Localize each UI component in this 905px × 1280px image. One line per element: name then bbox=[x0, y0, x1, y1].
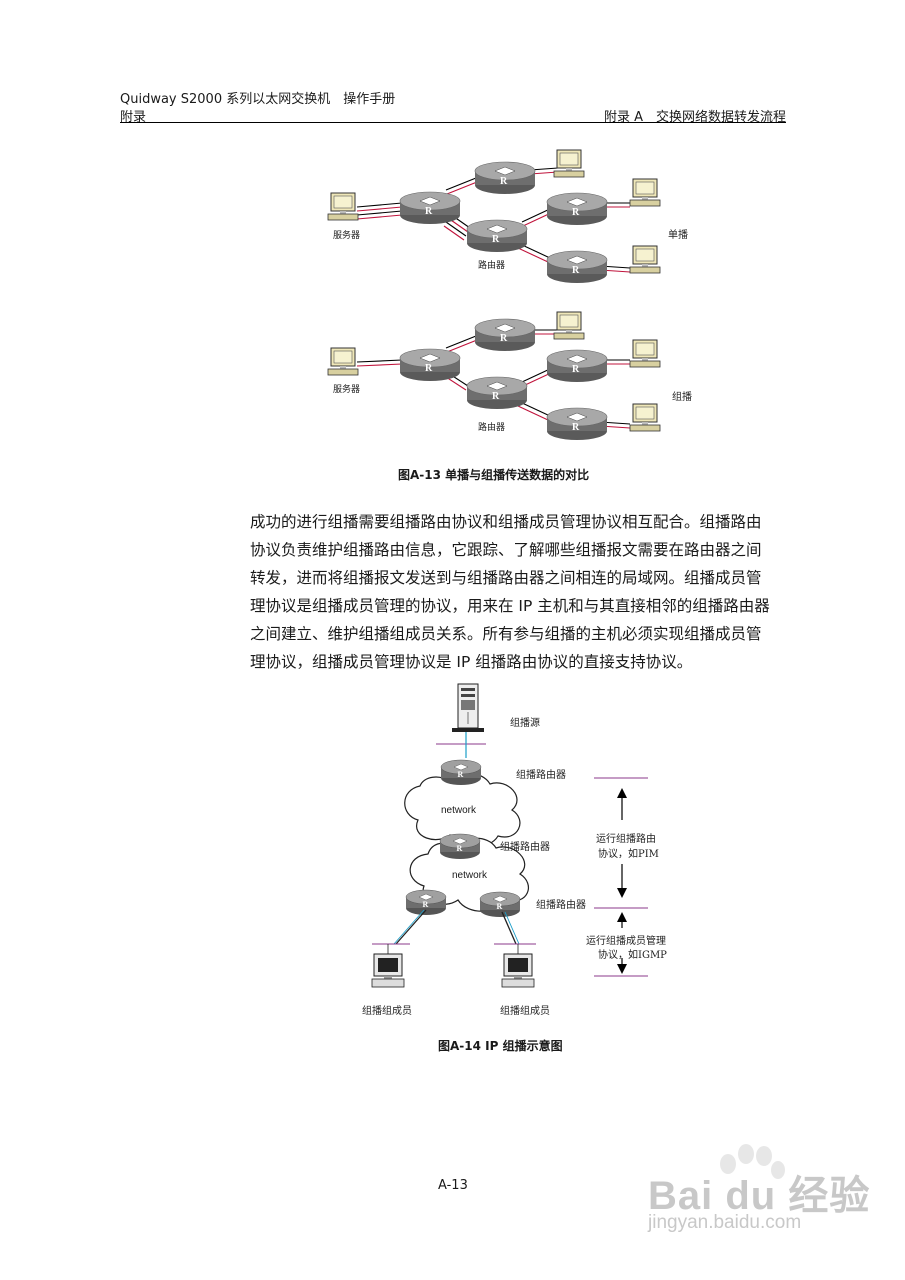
host-pc-icon bbox=[629, 178, 661, 207]
body-line: 转发，进而将组播报文发送到与组播路由器之间相连的局域网。组播成员管 bbox=[250, 569, 762, 587]
document-title: Quidway S2000 系列以太网交换机 操作手册 bbox=[120, 92, 396, 107]
host-pc-icon bbox=[629, 339, 661, 368]
body-line: 协议负责维护组播路由信息，它跟踪、了解哪些组播报文需要在路由器之间 bbox=[250, 541, 762, 559]
member-label: 组播组成员 bbox=[362, 1006, 412, 1017]
member-label: 组播组成员 bbox=[500, 1006, 550, 1017]
body-line: 理协议，组播成员管理协议是 IP 组播路由协议的直接支持协议。 bbox=[250, 653, 693, 671]
figure-a14-caption: 图A-14 IP 组播示意图 bbox=[438, 1039, 563, 1053]
router-label: 组播路由器 bbox=[516, 770, 566, 781]
figure-a14: R bbox=[371, 683, 648, 988]
network-label: network bbox=[452, 870, 488, 881]
router-icon bbox=[546, 407, 608, 441]
baidu-paw-icon bbox=[720, 1144, 785, 1179]
server-tower-icon bbox=[452, 683, 484, 732]
watermark-brand: Bai du 经验 bbox=[648, 1174, 871, 1218]
body-line: 理协议是组播成员管理的协议，用来在 IP 主机和与其直接相邻的组播路由器 bbox=[250, 597, 770, 615]
figure-a13-caption: 图A-13 单播与组播传送数据的对比 bbox=[398, 468, 590, 482]
router-icon bbox=[546, 192, 608, 226]
figure-a13: R bbox=[327, 149, 661, 441]
section-left: 附录 bbox=[120, 110, 147, 125]
pim-scope-arrows bbox=[617, 788, 627, 898]
igmp-note-line1: 运行组播成员管理 bbox=[586, 936, 666, 947]
router-icon bbox=[405, 889, 447, 916]
page-number: A-13 bbox=[438, 1178, 468, 1193]
server-label: 服务器 bbox=[333, 385, 361, 395]
body-line: 之间建立、维护组播组成员关系。所有参与组播的主机必须实现组播成员管 bbox=[250, 625, 762, 643]
router-icon bbox=[474, 318, 536, 352]
server-pc-icon bbox=[327, 347, 359, 376]
router-icon bbox=[466, 219, 528, 253]
network-label: network bbox=[441, 805, 477, 816]
host-pc-icon bbox=[553, 149, 585, 178]
member-pc-icon bbox=[371, 953, 405, 988]
source-label: 组播源 bbox=[510, 718, 540, 729]
header-rule bbox=[120, 122, 786, 123]
router-icon bbox=[546, 349, 608, 383]
member-pc-icon bbox=[501, 953, 535, 988]
router-icon bbox=[466, 376, 528, 410]
watermark-url: jingyan.baidu.com bbox=[648, 1212, 802, 1233]
body-line: 成功的进行组播需要组播路由协议和组播成员管理协议相互配合。组播路由 bbox=[250, 513, 762, 531]
body-paragraph: 成功的进行组播需要组播路由协议和组播成员管理协议相互配合。组播路由 协议负责维护… bbox=[250, 508, 790, 676]
router-label: 路由器 bbox=[478, 423, 506, 433]
router-icon bbox=[439, 833, 481, 860]
section-right: 附录 A 交换网络数据转发流程 bbox=[603, 110, 786, 125]
router-icon bbox=[440, 759, 482, 786]
pim-note-line1: 运行组播路由 bbox=[596, 834, 656, 845]
router-icon bbox=[399, 348, 461, 382]
router-icon bbox=[479, 891, 521, 918]
pim-note-line2: 协议，如PIM bbox=[598, 849, 659, 860]
router-icon bbox=[474, 161, 536, 195]
host-pc-icon bbox=[629, 245, 661, 274]
multicast-label: 组播 bbox=[672, 392, 692, 403]
server-label: 服务器 bbox=[333, 231, 361, 241]
server-pc-icon bbox=[327, 192, 359, 221]
unicast-label: 单播 bbox=[668, 230, 688, 241]
igmp-note-line2: 协议，如IGMP bbox=[598, 950, 667, 961]
host-pc-icon bbox=[629, 403, 661, 432]
host-pc-icon bbox=[553, 311, 585, 340]
router-icon bbox=[399, 191, 461, 225]
igmp-scope-arrows bbox=[617, 912, 627, 974]
router-label: 组播路由器 bbox=[536, 900, 586, 911]
router-label: 组播路由器 bbox=[500, 842, 550, 853]
multicast-links bbox=[356, 329, 631, 429]
router-label: 路由器 bbox=[478, 261, 506, 271]
router-icon bbox=[546, 250, 608, 284]
